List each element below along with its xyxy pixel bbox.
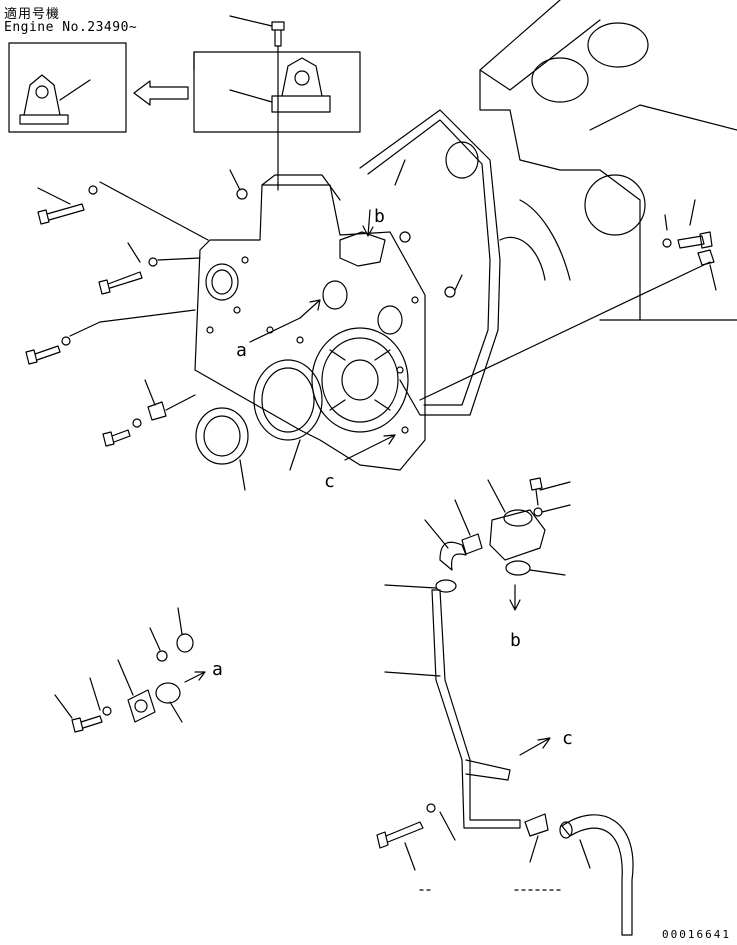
thermostat-housing bbox=[487, 477, 571, 611]
lower-bolt bbox=[376, 737, 551, 871]
plug-small bbox=[399, 231, 411, 243]
new-bracket-box bbox=[193, 51, 361, 133]
applicable-serial-label: 適用号機 bbox=[4, 7, 61, 22]
view-arrow-a2-icon bbox=[184, 671, 206, 683]
document-id: 00016641 bbox=[662, 928, 731, 941]
view-arrow-c-icon bbox=[344, 434, 396, 461]
leader bbox=[249, 317, 301, 343]
hose-lower bbox=[419, 813, 634, 936]
guide-rod bbox=[419, 261, 711, 401]
view-arrow-b2-icon bbox=[509, 584, 521, 611]
view-label-b: b bbox=[374, 206, 385, 227]
view-arrow-a-icon bbox=[299, 299, 321, 319]
leader bbox=[229, 169, 241, 191]
arrow-left-icon bbox=[133, 80, 189, 106]
view-label-c-lower: c bbox=[562, 728, 573, 749]
view-label-c: c bbox=[324, 471, 335, 492]
cover-bolts-left bbox=[25, 181, 209, 447]
view-label-a-lower: a bbox=[212, 659, 223, 680]
leader bbox=[289, 439, 301, 471]
leader bbox=[454, 274, 463, 291]
view-arrow-b-icon bbox=[362, 209, 374, 237]
gasket bbox=[359, 109, 501, 416]
engine-block bbox=[479, 0, 737, 321]
oil-seal bbox=[195, 407, 249, 491]
flange-assembly bbox=[54, 607, 206, 733]
front-cover bbox=[194, 174, 426, 471]
right-bolt bbox=[662, 199, 717, 291]
view-arrow-c2-icon bbox=[519, 737, 551, 756]
pipe-assembly bbox=[384, 499, 521, 829]
top-bolt bbox=[229, 15, 285, 191]
view-label-a: a bbox=[236, 340, 247, 361]
inset-box-old-bracket bbox=[8, 42, 127, 133]
plug-small bbox=[444, 286, 456, 298]
view-label-b-lower: b bbox=[510, 630, 521, 651]
engine-number-label: Engine No.23490~ bbox=[4, 20, 138, 35]
plug-small bbox=[236, 188, 248, 200]
